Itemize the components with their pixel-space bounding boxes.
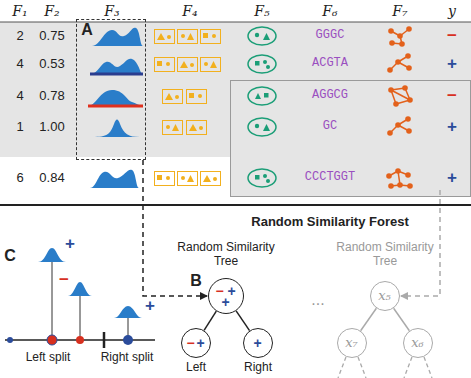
connector <box>204 311 216 330</box>
class-label: − <box>447 86 457 106</box>
table-cell: 0.84 <box>39 171 64 186</box>
table-cell: 4 <box>16 89 23 104</box>
class-label: − <box>59 270 69 290</box>
class-label: + <box>145 296 155 316</box>
class-label: − <box>447 26 457 46</box>
tree-node: −+ <box>181 328 211 358</box>
sequence-cell: GGGC <box>316 29 345 43</box>
column-header: y <box>448 3 456 19</box>
tree-node: x₅ <box>370 281 400 311</box>
title-label: Random Similarity Forest <box>251 215 408 230</box>
panel-letter: C <box>4 247 16 265</box>
branch-label: Left split <box>26 351 71 365</box>
connector <box>361 308 377 330</box>
node-text: + <box>253 334 261 350</box>
tree-node: −++ <box>208 278 244 314</box>
column-header: F₂ <box>44 3 59 19</box>
node-text: A <box>81 21 93 39</box>
branch-label: Right split <box>101 351 154 365</box>
class-label: + <box>447 117 457 137</box>
branch-label: Right <box>244 361 272 375</box>
sequence-cell: CCCTGGT <box>305 171 355 185</box>
branch-label: Left <box>186 361 206 375</box>
tree-node: + <box>243 328 273 358</box>
connector <box>236 311 249 331</box>
tree-label: Random Similarity Tree <box>171 241 281 269</box>
panel-letter: B <box>190 272 202 290</box>
node-text: + <box>196 334 204 350</box>
sequence-cell: ACGTA <box>312 57 348 71</box>
column-header: F₆ <box>322 3 337 19</box>
tree-label: Random Similarity Tree <box>330 241 440 269</box>
column-header: F₄ <box>182 3 197 19</box>
node-text: + <box>221 293 229 309</box>
selection-box: A <box>76 19 146 160</box>
sequence-cell: GC <box>323 120 337 134</box>
table-cell: 1.00 <box>39 120 64 135</box>
tree-node: x₇ <box>337 328 367 358</box>
column-header: F₇ <box>392 3 407 19</box>
table-cell: 1 <box>16 120 23 135</box>
table-cell: 0.75 <box>39 29 64 44</box>
class-label: + <box>447 54 457 74</box>
table-cell: 0.53 <box>39 57 64 72</box>
class-label: + <box>65 234 75 254</box>
connector <box>394 308 410 330</box>
table-cell: 0.78 <box>39 89 64 104</box>
node-text: − <box>186 334 194 350</box>
sequence-cell: AGGCG <box>312 89 348 103</box>
ellipsis: ... <box>311 291 324 309</box>
node-text: x₅ <box>378 288 391 303</box>
table-cell: 2 <box>16 29 23 44</box>
node-text: x₇ <box>345 335 358 350</box>
node-text: x₆ <box>411 335 424 350</box>
table-cell: 4 <box>16 57 23 72</box>
connector <box>143 160 207 296</box>
column-header: F₅ <box>254 3 269 19</box>
class-label: + <box>447 168 457 188</box>
tree-node: x₆ <box>403 328 433 358</box>
column-header: F₃ <box>104 3 119 19</box>
table-cell: 6 <box>16 171 23 186</box>
column-header: F₁ <box>12 3 27 19</box>
